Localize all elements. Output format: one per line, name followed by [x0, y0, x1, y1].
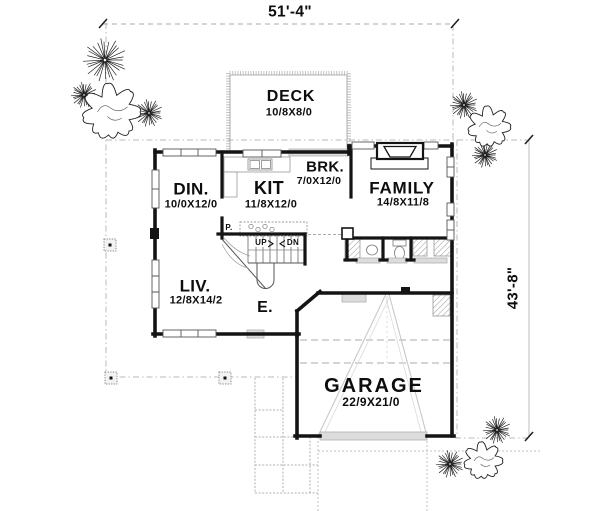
- tree-icon: [82, 82, 142, 139]
- room-label-breakfast: BRK.: [306, 158, 344, 176]
- garage-door: [319, 431, 428, 441]
- room-label-deck: DECK: [266, 88, 316, 105]
- room-label-family: FAMILY: [369, 178, 435, 198]
- room-label-garage: GARAGE: [324, 375, 424, 397]
- room-label-living: LIV.: [179, 276, 211, 296]
- deck-outline: [226, 71, 351, 152]
- shrub-icon: [482, 416, 510, 444]
- sink: [366, 244, 378, 256]
- room-size-family: 14/8X11/8: [376, 196, 430, 209]
- shrub-icon: [435, 450, 463, 478]
- toilet: [394, 246, 405, 260]
- kitchen-sink: [247, 158, 273, 171]
- washer: [412, 238, 428, 257]
- driveway: [317, 437, 540, 511]
- toilet-tank: [392, 239, 407, 247]
- dimension-height-label: 43'-8": [504, 266, 522, 310]
- porch-column: [103, 238, 117, 252]
- tree-icon: [467, 105, 512, 147]
- room-size-dining: 10/0X12/0: [164, 198, 218, 211]
- cooktop: [248, 223, 275, 233]
- walkway: [254, 378, 318, 494]
- dimension-width-label: 51'-4": [268, 3, 312, 21]
- wall-stub: [150, 228, 159, 239]
- room-size-living: 12/8X14/2: [169, 294, 223, 307]
- interior-walls: [216, 144, 454, 266]
- fireplace: [370, 141, 429, 170]
- pantry-label: P.: [225, 223, 233, 232]
- shrub-icon: [449, 91, 477, 119]
- room-size-deck: 10/8X8/0: [265, 106, 313, 119]
- room-size-kitchen: 11/8X12/0: [244, 198, 298, 211]
- chase-block: [341, 227, 354, 240]
- dimension-lines: [98, 18, 534, 442]
- garage-storage: [432, 294, 451, 317]
- porch-columns: [103, 238, 232, 385]
- room-size-garage: 22/9X21/0: [342, 395, 400, 409]
- room-label-kitchen: KIT: [254, 178, 284, 198]
- windows: [151, 141, 455, 338]
- stairs-up-label: UP: [254, 238, 268, 247]
- bath-fixtures: [308, 234, 452, 317]
- garage-roof-lines: [300, 293, 450, 437]
- shrub-icon: [471, 142, 497, 168]
- stairs-down-label: DN: [285, 238, 301, 247]
- shrub-icon: [134, 99, 162, 127]
- trees: [70, 38, 512, 479]
- room-label-entry: E.: [257, 299, 273, 316]
- porch-column: [218, 371, 232, 385]
- porch-column: [104, 371, 118, 385]
- room-size-breakfast: 7/0X12/0: [296, 174, 342, 187]
- shrub-icon: [82, 38, 126, 82]
- tree-icon: [463, 441, 504, 479]
- stair-arrows: [267, 240, 286, 248]
- roof-overhang-lines: [105, 23, 527, 439]
- garage-door-leaf: [401, 287, 410, 293]
- room-label-dining: DIN.: [173, 179, 209, 199]
- dryer: [433, 238, 452, 257]
